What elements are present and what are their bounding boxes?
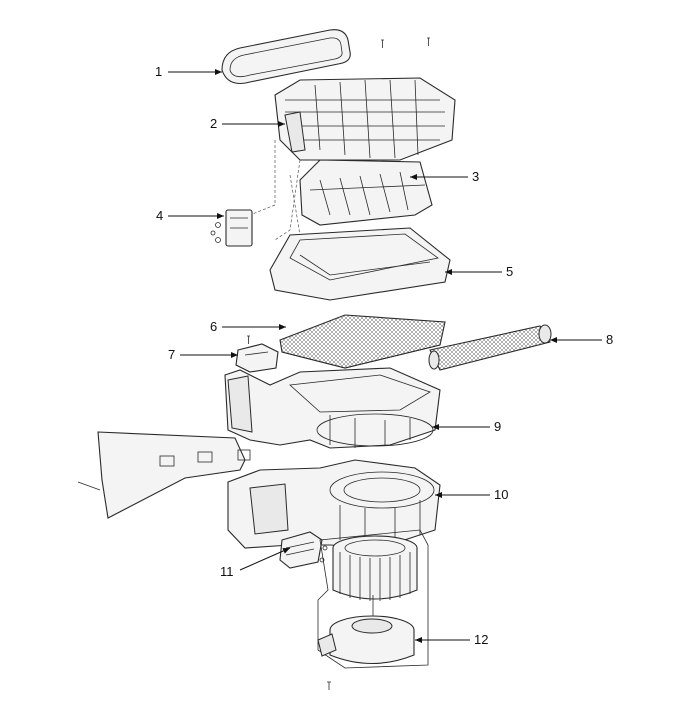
side-duct-panel <box>77 431 251 519</box>
part-2-intake-housing <box>274 77 456 161</box>
leader-lines <box>168 69 602 643</box>
callout-12: 12 <box>474 632 489 647</box>
callout-7: 7 <box>168 347 176 362</box>
part-7-actuator <box>235 335 279 373</box>
callout-5: 5 <box>506 264 514 279</box>
callout-4: 4 <box>156 208 164 223</box>
callout-8: 8 <box>606 332 614 347</box>
part-12-blower-motor <box>317 595 415 665</box>
part-3-intake-door <box>299 159 433 226</box>
callout-6: 6 <box>210 319 218 334</box>
part-10-lower-case <box>227 459 441 549</box>
top-screws <box>381 37 430 48</box>
part-5-filter-frame <box>269 227 451 301</box>
blower-fan-wheel <box>332 535 418 601</box>
part-1-seal-gasket <box>221 29 351 85</box>
callout-11: 11 <box>220 564 234 579</box>
callout-3: 3 <box>472 169 480 184</box>
part-8-cylinder-filter <box>428 324 552 371</box>
part-11-resistor <box>279 531 328 569</box>
part-9-upper-case <box>224 367 441 449</box>
callout-1: 1 <box>155 64 163 79</box>
callout-9: 9 <box>494 419 502 434</box>
callout-2: 2 <box>210 116 218 131</box>
part-6-air-filter <box>279 314 446 369</box>
part-4-actuator <box>210 209 253 247</box>
callout-10: 10 <box>494 487 509 502</box>
